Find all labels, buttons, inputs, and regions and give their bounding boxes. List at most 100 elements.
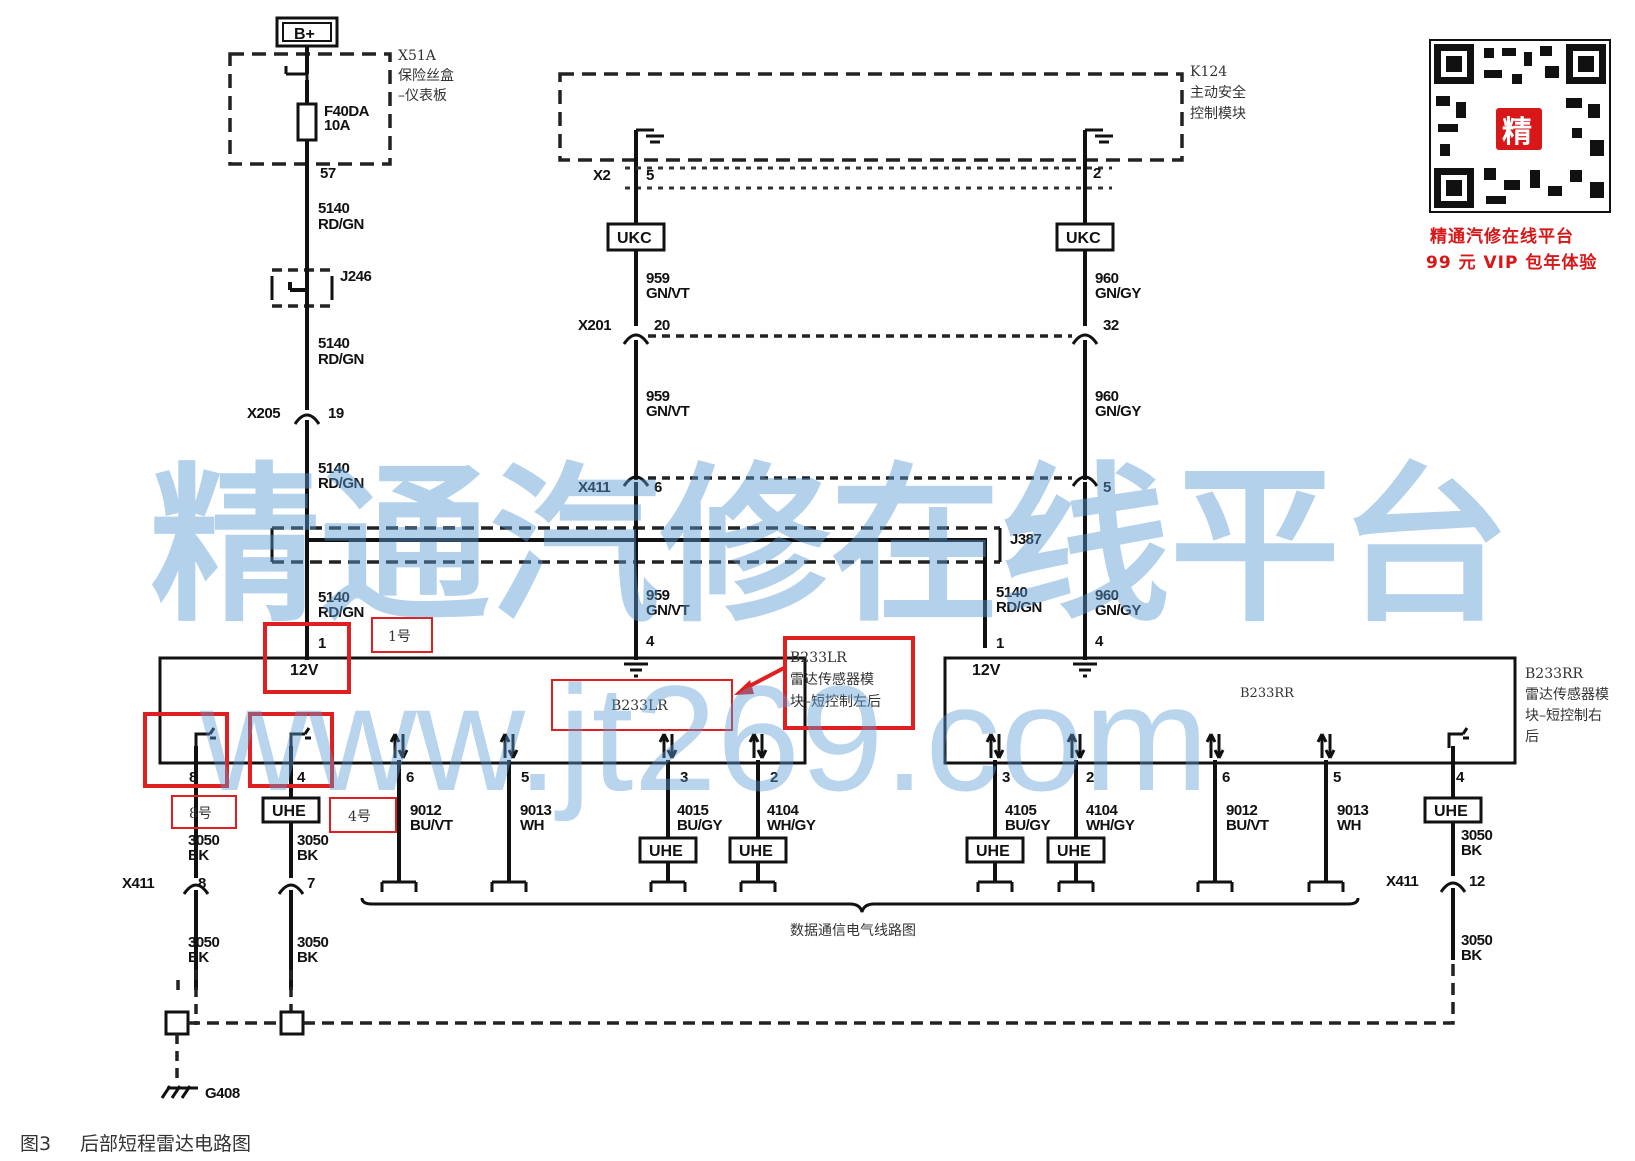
left-pin-2: 2	[770, 769, 778, 786]
wire-9013-num-left: 9013	[520, 802, 552, 819]
fuse-box-name-2: –仪表板	[398, 88, 447, 104]
connector-x201: X201	[578, 317, 611, 334]
wire-4104-color-right: WH/GY	[1086, 817, 1135, 834]
wire-959-num-3: 959	[646, 587, 670, 604]
right-module-power-pin: 1	[996, 635, 1004, 652]
wire-959-color-3: GN/VT	[646, 602, 690, 619]
wire-9012-num-left: 9012	[410, 802, 442, 819]
wire-3050-color-5: BK	[297, 949, 318, 966]
wire-4104-num-right: 4104	[1086, 802, 1119, 819]
wire-4105-num: 4105	[1005, 802, 1037, 819]
data-bus-brace	[360, 897, 1360, 913]
b233lr-note-box	[783, 636, 915, 730]
left-module-pins	[194, 727, 768, 759]
wire-5140-color-1: RD/GN	[318, 216, 364, 233]
wire-5140-num-4: 5140	[318, 589, 350, 606]
watermark-line-1: 精通汽修在线平台	[150, 448, 1510, 646]
k124-name-2: 控制模块	[1190, 106, 1246, 122]
connector-x201-pin-right: 32	[1103, 317, 1119, 334]
wire-9012-num-right: 9012	[1226, 802, 1258, 819]
fuse-box-name-1: 保险丝盒	[398, 67, 454, 84]
connector-x411-mid-pin-right: 5	[1103, 479, 1111, 496]
callout-box-4	[329, 797, 397, 833]
left-pin-3: 3	[680, 769, 688, 786]
connector-x411-mid-pin-left: 6	[654, 479, 662, 496]
wire-3050-num-5: 3050	[297, 934, 329, 951]
right-pin-5: 5	[1333, 769, 1341, 786]
wire-3050-num-6: 3050	[1461, 932, 1493, 949]
wire-959-color-1: GN/VT	[646, 285, 690, 302]
note-arrow-head	[734, 680, 754, 695]
uhe-badge-left-2	[728, 836, 788, 864]
connector-x411-mid: X411	[578, 479, 610, 496]
wire-4015-num: 4015	[677, 802, 709, 819]
ground-splice-2	[279, 1010, 305, 1036]
power-source: B+	[275, 16, 339, 48]
ground-g408-label: G408	[205, 1085, 240, 1102]
wire-960-num-1: 960	[1095, 270, 1119, 287]
fuse-id: F40DA	[324, 103, 370, 120]
right-pin-4: 4	[1456, 769, 1465, 786]
fuse-box-id: X51A	[398, 48, 437, 64]
ground-splice-1	[164, 1010, 190, 1036]
wire-5140-color-3: RD/GN	[318, 475, 364, 492]
left-pin-5: 5	[521, 769, 529, 786]
fuse-symbol	[296, 102, 318, 142]
b233lr-note-1: B233LR	[790, 650, 847, 666]
callout-box-1	[371, 617, 433, 653]
uhe-label-left-4: UHE	[272, 803, 306, 820]
b233rr-name-2: 雷达传感器模	[1525, 686, 1609, 703]
b233rr-name-3: 块–短控制右	[1525, 708, 1602, 724]
wire-960-num-2: 960	[1095, 388, 1119, 405]
qr-center-char: 精	[1502, 115, 1532, 150]
callout-4: 4号	[348, 809, 371, 825]
splice-j246: J246	[340, 268, 372, 285]
left-module-voltage: 12V	[290, 662, 319, 679]
splice-j387: J387	[1010, 531, 1042, 548]
left-pin-6: 6	[406, 769, 414, 786]
wire-960-color-3: GN/GY	[1095, 602, 1141, 619]
caption-text: 后部短程雷达电路图	[80, 1133, 251, 1155]
right-pin-2: 2	[1086, 769, 1094, 786]
uhe-label-right-3: UHE	[976, 843, 1010, 860]
watermark-line-2: www.jt269.com	[199, 654, 1209, 822]
connector-x201-pin-left: 20	[654, 317, 670, 334]
wire-5140-num-2: 5140	[318, 335, 350, 352]
wire-3050-num-4: 3050	[188, 934, 220, 951]
wire-3050-num-1: 3050	[188, 832, 220, 849]
k124-name-1: 主动安全	[1190, 84, 1246, 101]
b-plus-label: B+	[294, 26, 315, 43]
wire-3050-num-3: 3050	[1461, 827, 1493, 844]
k124-id: K124	[1190, 64, 1227, 80]
wire-960-num-3: 960	[1095, 587, 1119, 604]
b233rr-name-4: 后	[1525, 729, 1539, 745]
highlight-pin-1	[263, 622, 351, 694]
wire-959-num-2: 959	[646, 388, 670, 405]
right-pin-3: 3	[1002, 769, 1010, 786]
wire-5140-num-1: 5140	[318, 200, 350, 217]
qr-code: 精	[1429, 39, 1611, 213]
ukc-badge-left	[606, 222, 666, 252]
wire-4104-color-left: WH/GY	[767, 817, 816, 834]
ground-g408-symbol	[160, 1085, 198, 1099]
wire-4015-color: BU/GY	[677, 817, 723, 834]
connector-x2: X2	[593, 167, 611, 184]
b233lr-id: B233LR	[611, 698, 668, 714]
uhe-label-left-2: UHE	[739, 843, 773, 860]
uhe-label-right-2: UHE	[1057, 843, 1091, 860]
wire-3050-color-4: BK	[188, 949, 209, 966]
b233lr-note-3: 块–短控制左后	[790, 694, 881, 710]
wire-3050-color-1: BK	[188, 847, 209, 864]
ukc-label-right: UKC	[1066, 230, 1101, 247]
wire-3050-num-2: 3050	[297, 832, 329, 849]
wire-9012-color-left: BU/VT	[410, 817, 453, 834]
right-module-ground-pin: 4	[1095, 633, 1104, 650]
wire-9013-color-left: WH	[520, 817, 544, 834]
wire-9013-num-right: 9013	[1337, 802, 1369, 819]
left-module-power-pin: 1	[318, 635, 326, 652]
wire-9012-color-right: BU/VT	[1226, 817, 1269, 834]
left-pin-8: 8	[189, 769, 197, 786]
promo-line-1: 精通汽修在线平台	[1430, 226, 1574, 247]
right-pin-6: 6	[1222, 769, 1230, 786]
